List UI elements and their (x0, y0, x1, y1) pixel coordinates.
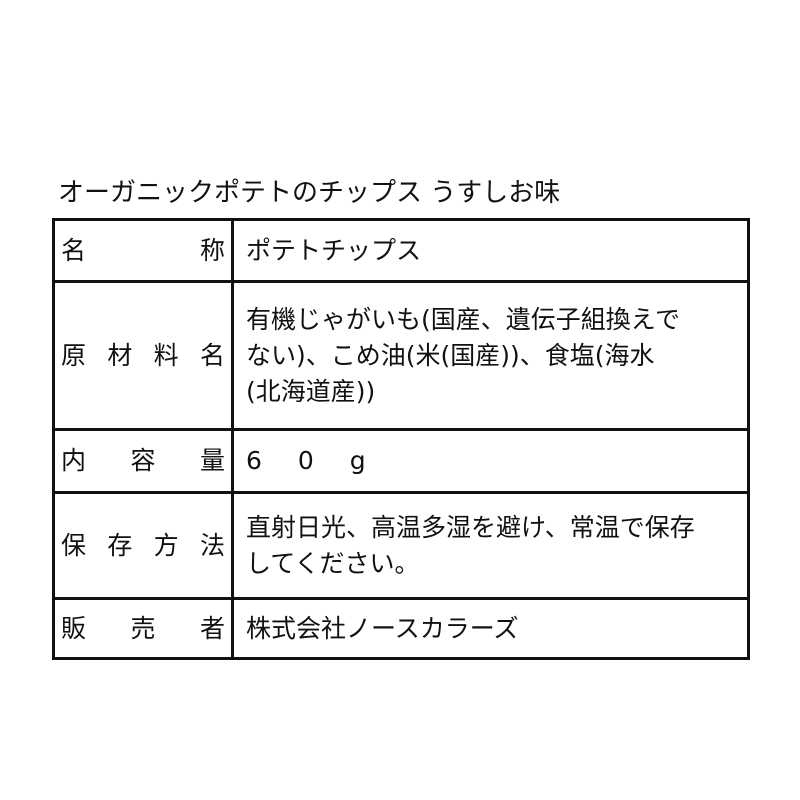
key-char: 保 (61, 530, 87, 560)
key-char: 量 (199, 446, 225, 475)
row-value-storage: 直射日光、高温多湿を避け、常温で保存 してください。 (231, 491, 750, 600)
product-title: オーガニックポテトのチップス うすしお味 (58, 178, 561, 208)
key-char: 材 (107, 340, 133, 370)
ingredients-line: 有機じゃがいも(国産、遺伝子組換えで (246, 304, 681, 334)
table-row-name: 名 称 ポテトチップス (52, 218, 750, 283)
key-char: 方 (153, 530, 179, 560)
key-char: 名 (61, 235, 87, 265)
storage-line: してください。 (246, 548, 420, 578)
table-row-ingredients: 原 材 料 名 有機じゃがいも(国産、遺伝子組換えで ない)、こめ油(米(国産)… (52, 280, 750, 431)
row-value-ingredients: 有機じゃがいも(国産、遺伝子組換えで ない)、こめ油(米(国産))、食塩(海水 … (231, 280, 750, 431)
key-char: 売 (130, 613, 156, 643)
row-key-name: 名 称 (52, 218, 234, 283)
key-char: 原 (61, 340, 87, 370)
row-key-content: 内 容 量 (52, 428, 234, 494)
food-label-table: 名 称 ポテトチップス 原 材 料 名 有機じゃがいも(国産、遺伝子組換えで な… (52, 218, 750, 660)
key-char: 称 (199, 235, 225, 265)
key-char: 販 (61, 613, 87, 643)
row-key-storage: 保 存 方 法 (52, 491, 234, 600)
row-value-name: ポテトチップス (231, 218, 750, 283)
content-amount: 6 0 g (246, 446, 380, 475)
row-key-ingredients: 原 材 料 名 (52, 280, 234, 431)
row-key-seller: 販 売 者 (52, 597, 234, 660)
key-char: 者 (199, 613, 225, 643)
storage-line: 直射日光、高温多湿を避け、常温で保存 (246, 512, 695, 542)
ingredients-line: ない)、こめ油(米(国産))、食塩(海水 (246, 340, 655, 370)
key-char: 容 (130, 446, 156, 475)
key-char: 内 (61, 446, 87, 475)
key-char: 名 (199, 340, 225, 370)
table-row-content: 内 容 量 6 0 g (52, 428, 750, 494)
ingredients-line: (北海道産)) (246, 376, 376, 406)
row-value-seller: 株式会社ノースカラーズ (231, 597, 750, 660)
key-char: 料 (153, 340, 179, 370)
key-char: 法 (199, 530, 225, 560)
table-row-storage: 保 存 方 法 直射日光、高温多湿を避け、常温で保存 してください。 (52, 491, 750, 600)
table-row-seller: 販 売 者 株式会社ノースカラーズ (52, 597, 750, 660)
key-char: 存 (107, 530, 133, 560)
row-value-content: 6 0 g (231, 428, 750, 494)
